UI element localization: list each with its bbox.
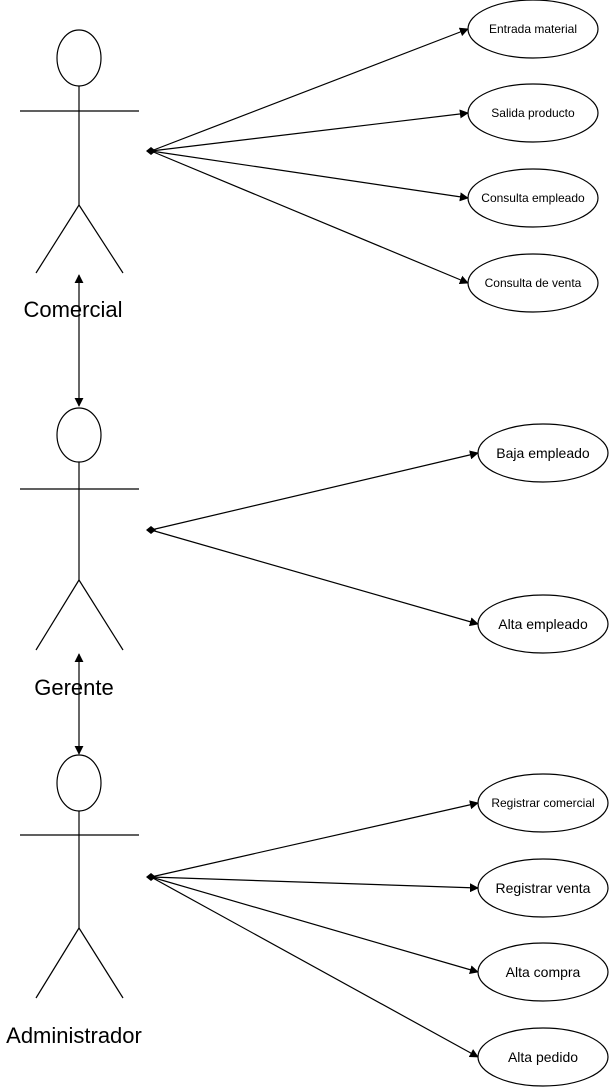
- use-case-ellipse: [477, 594, 609, 654]
- use-case-ellipse: [477, 858, 609, 918]
- use-case-label: Consulta de venta: [485, 276, 582, 290]
- actor-head: [56, 754, 102, 812]
- use-case-label: Entrada material: [489, 22, 577, 36]
- use-case-entrada-material: Entrada material: [467, 0, 599, 59]
- actor-right-leg: [78, 204, 124, 274]
- association-arrow: [150, 529, 479, 627]
- use-case-consulta-empleado: Consulta empleado: [467, 168, 599, 228]
- actor-left-leg: [35, 204, 80, 274]
- associations-gerente: [146, 450, 479, 627]
- use-case-ellipse: [477, 942, 609, 1002]
- association-arrow: [150, 150, 469, 285]
- use-case-label: Registrar venta: [496, 880, 591, 896]
- association-arrow: [150, 27, 469, 152]
- use-case-label: Alta pedido: [508, 1049, 578, 1065]
- association-arrow: [150, 876, 479, 1058]
- use-case-ellipse: [467, 168, 599, 228]
- use-case-ellipse: [467, 0, 599, 59]
- use-case-salida-producto: Salida producto: [467, 83, 599, 143]
- use-case-label: Alta empleado: [498, 616, 588, 632]
- use-case-consulta-de-venta: Consulta de venta: [467, 253, 599, 313]
- actor-comercial: Comercial: [20, 29, 139, 322]
- use-case-label: Salida producto: [491, 106, 575, 120]
- association-arrow: [150, 150, 469, 202]
- actor-left-leg: [35, 927, 80, 999]
- use-case-baja-empleado: Baja empleado: [477, 423, 609, 483]
- associations-administrador: [146, 800, 479, 1058]
- use-case-ellipse: [477, 1027, 609, 1087]
- use-case-registrar-venta: Registrar venta: [477, 858, 609, 918]
- actor-left-leg: [35, 579, 80, 651]
- association-arrow: [150, 109, 469, 152]
- use-case-ellipse: [477, 423, 609, 483]
- actor-label-comercial: Comercial: [23, 297, 122, 322]
- association-arrow: [150, 876, 479, 893]
- actor-head: [56, 407, 102, 463]
- use-case-ellipse: [477, 773, 609, 833]
- actor-label-administrador: Administrador: [6, 1023, 142, 1048]
- use-case-ellipse: [467, 83, 599, 143]
- use-case-label: Alta compra: [506, 964, 581, 980]
- use-case-registrar-comercial: Registrar comercial: [477, 773, 609, 833]
- use-case-alta-pedido: Alta pedido: [477, 1027, 609, 1087]
- associations-comercial: [146, 27, 469, 285]
- actor-gerente: Gerente: [20, 407, 139, 700]
- use-case-alta-compra: Alta compra: [477, 942, 609, 1002]
- actor-right-leg: [78, 927, 124, 999]
- association-arrow: [150, 876, 479, 975]
- use-case-ellipse: [467, 253, 599, 313]
- use-case-label: Registrar comercial: [491, 796, 594, 810]
- actor-administrador: Administrador: [6, 754, 142, 1048]
- actor-right-leg: [78, 579, 124, 651]
- actor-head: [56, 29, 102, 87]
- association-arrow: [150, 800, 479, 878]
- use-case-label: Baja empleado: [496, 445, 590, 461]
- use-case-alta-empleado: Alta empleado: [477, 594, 609, 654]
- use-case-label: Consulta empleado: [481, 191, 585, 205]
- actor-label-gerente: Gerente: [34, 675, 114, 700]
- association-arrow: [150, 450, 479, 531]
